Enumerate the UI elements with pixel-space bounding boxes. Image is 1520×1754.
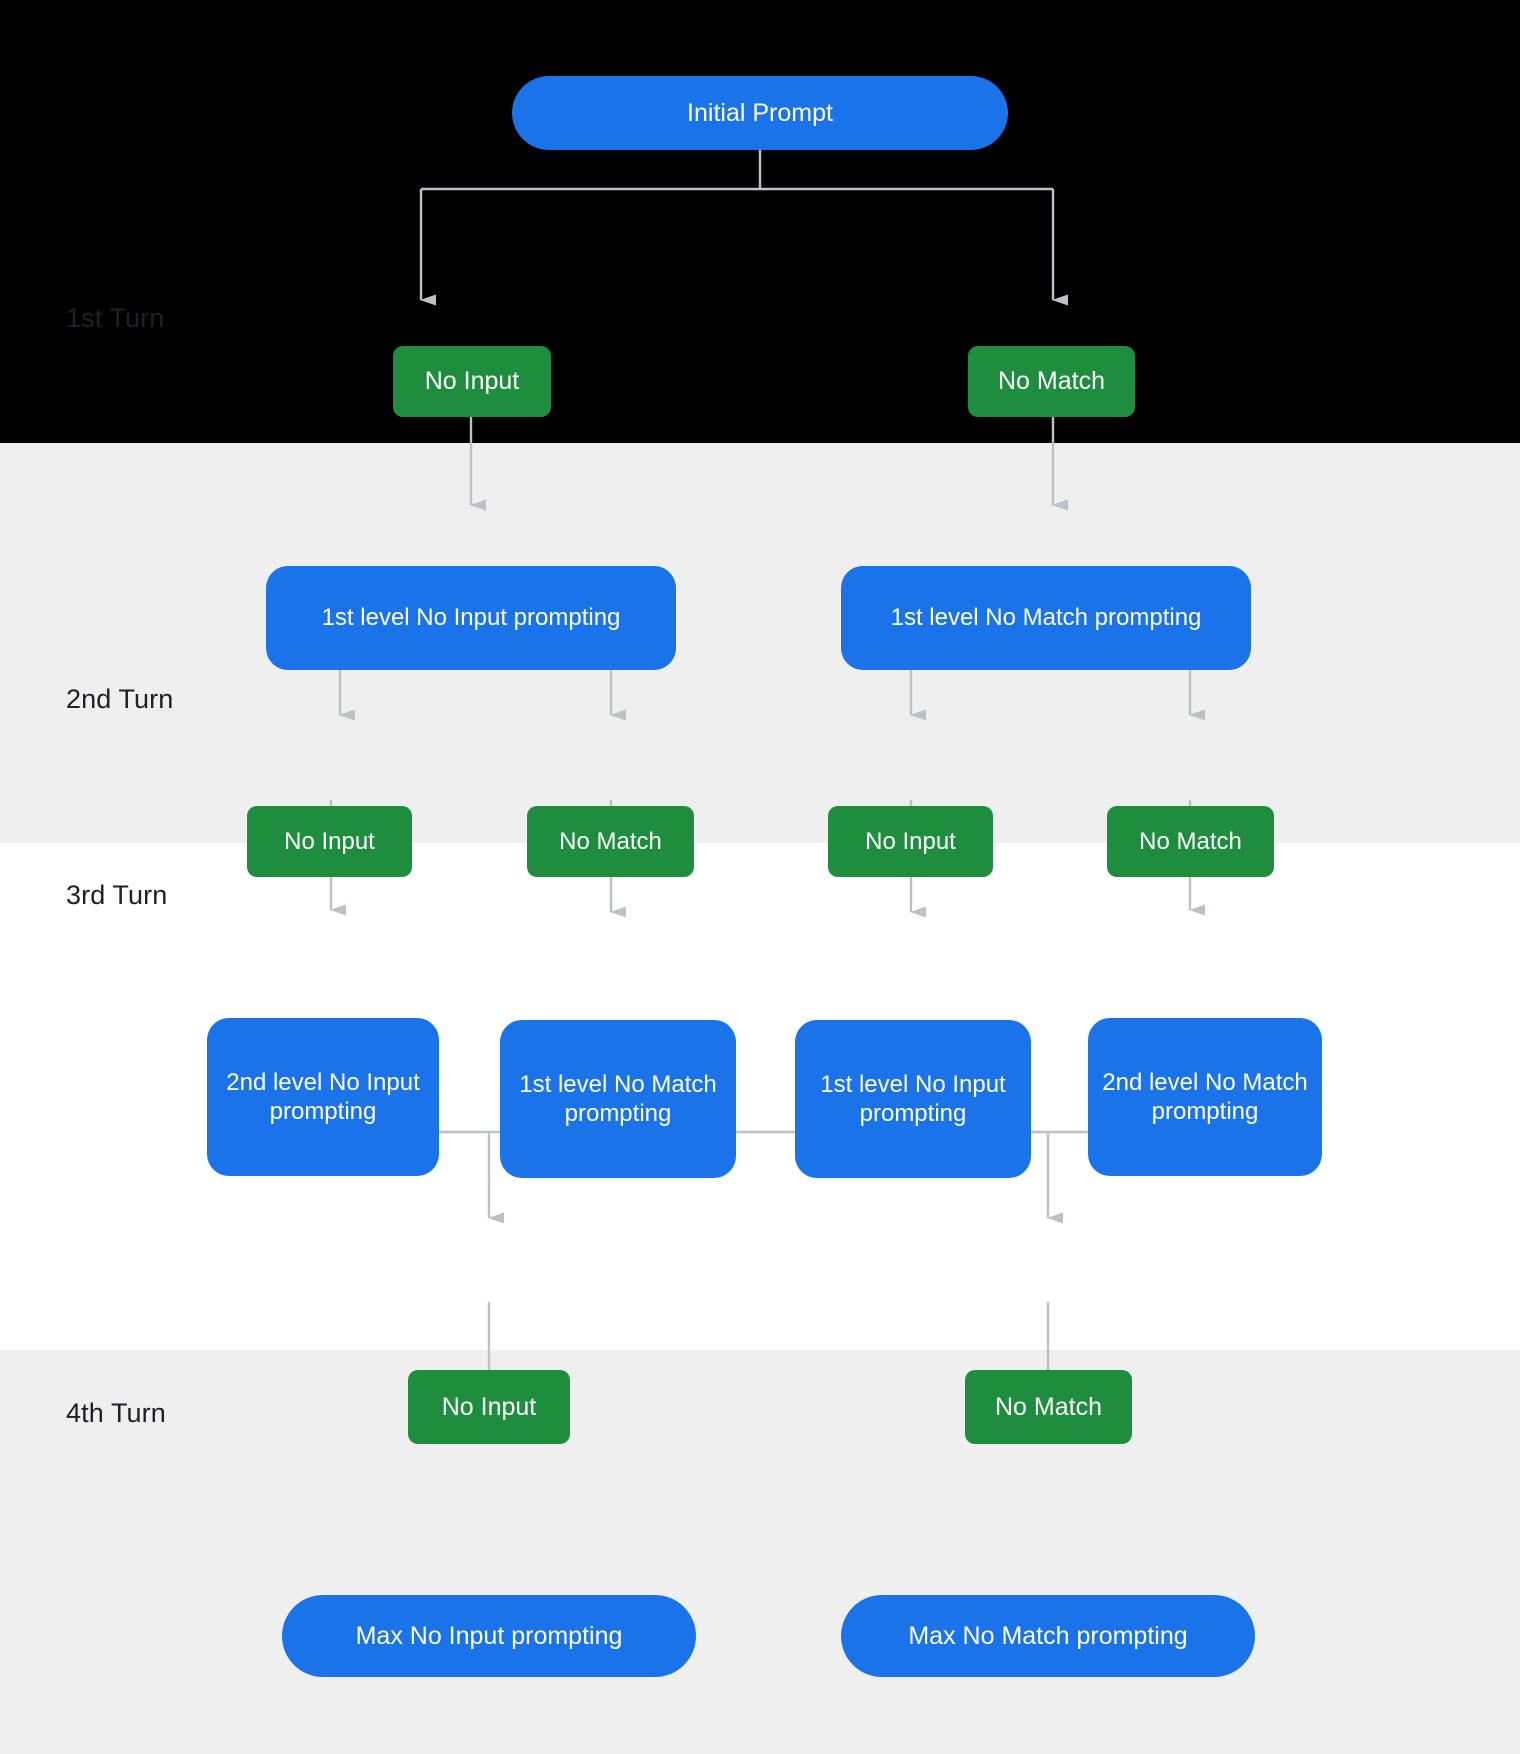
node-3rd-turn-no-input[interactable]: No Input bbox=[408, 1370, 570, 1444]
node-3rd-turn-1st-level-no-input-prompting[interactable]: 1st level No Input prompting bbox=[795, 1020, 1031, 1178]
node-initial-prompt[interactable]: Initial Prompt bbox=[512, 76, 1008, 150]
node-1st-turn-no-match[interactable]: No Match bbox=[968, 346, 1135, 417]
turn-label-1st: 1st Turn bbox=[66, 303, 165, 333]
turn-band-1 bbox=[0, 0, 1520, 443]
node-2nd-turn-no-input-b[interactable]: No Input bbox=[828, 806, 993, 877]
node-3rd-turn-2nd-level-no-match-prompting[interactable]: 2nd level No Match prompting bbox=[1088, 1018, 1322, 1176]
node-3rd-turn-1st-level-no-match-prompting[interactable]: 1st level No Match prompting bbox=[500, 1020, 736, 1178]
node-2nd-turn-no-match-b[interactable]: No Match bbox=[1107, 806, 1274, 877]
node-1st-turn-no-input[interactable]: No Input bbox=[393, 346, 551, 417]
turn-band-2 bbox=[0, 443, 1520, 843]
node-3rd-turn-2nd-level-no-input-prompting[interactable]: 2nd level No Input prompting bbox=[207, 1018, 439, 1176]
node-4th-turn-max-no-input-prompting[interactable]: Max No Input prompting bbox=[282, 1595, 696, 1677]
turn-band-4 bbox=[0, 1350, 1520, 1754]
node-2nd-turn-1st-level-no-match-prompting[interactable]: 1st level No Match prompting bbox=[841, 566, 1251, 670]
node-2nd-turn-no-input-a[interactable]: No Input bbox=[247, 806, 412, 877]
node-2nd-turn-1st-level-no-input-prompting[interactable]: 1st level No Input prompting bbox=[266, 566, 676, 670]
node-3rd-turn-no-match[interactable]: No Match bbox=[965, 1370, 1132, 1444]
turn-label-3rd: 3rd Turn bbox=[66, 880, 168, 910]
turn-label-2nd: 2nd Turn bbox=[66, 684, 174, 714]
turn-label-4th: 4th Turn bbox=[66, 1398, 166, 1428]
node-4th-turn-max-no-match-prompting[interactable]: Max No Match prompting bbox=[841, 1595, 1255, 1677]
node-2nd-turn-no-match-a[interactable]: No Match bbox=[527, 806, 694, 877]
